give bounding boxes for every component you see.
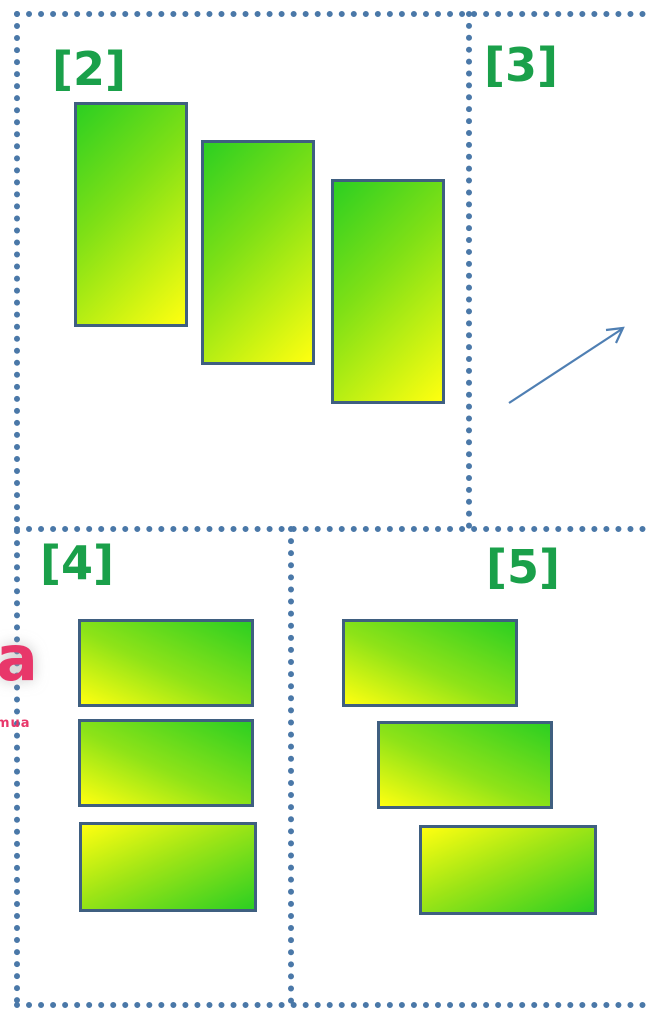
logo: a bbox=[0, 622, 38, 695]
outer-border-left bbox=[14, 11, 20, 1004]
outer-border-bottom bbox=[14, 1002, 646, 1008]
panel-5-block-2 bbox=[377, 721, 553, 809]
outer-border-top bbox=[14, 11, 646, 17]
panel-3-arrow-icon bbox=[508, 326, 625, 404]
panel-2-block-3 bbox=[331, 179, 445, 404]
logo-subtext: mua bbox=[0, 716, 31, 731]
divider-vertical-top bbox=[466, 11, 472, 529]
panel-4-block-1 bbox=[78, 619, 254, 707]
panel-label-5: [5] bbox=[486, 540, 561, 594]
divider-vertical-bottom bbox=[288, 526, 294, 1004]
panel-label-4: [4] bbox=[40, 536, 115, 590]
panel-2-block-1 bbox=[74, 102, 188, 327]
panel-label-2: [2] bbox=[52, 42, 127, 96]
panel-label-3: [3] bbox=[484, 38, 559, 92]
panel-2-block-2 bbox=[201, 140, 315, 365]
panel-4-block-3 bbox=[79, 822, 257, 912]
panel-5-block-3 bbox=[419, 825, 597, 915]
panel-4-block-2 bbox=[78, 719, 254, 807]
panel-5-block-1 bbox=[342, 619, 518, 707]
divider-horizontal-middle bbox=[14, 526, 646, 532]
